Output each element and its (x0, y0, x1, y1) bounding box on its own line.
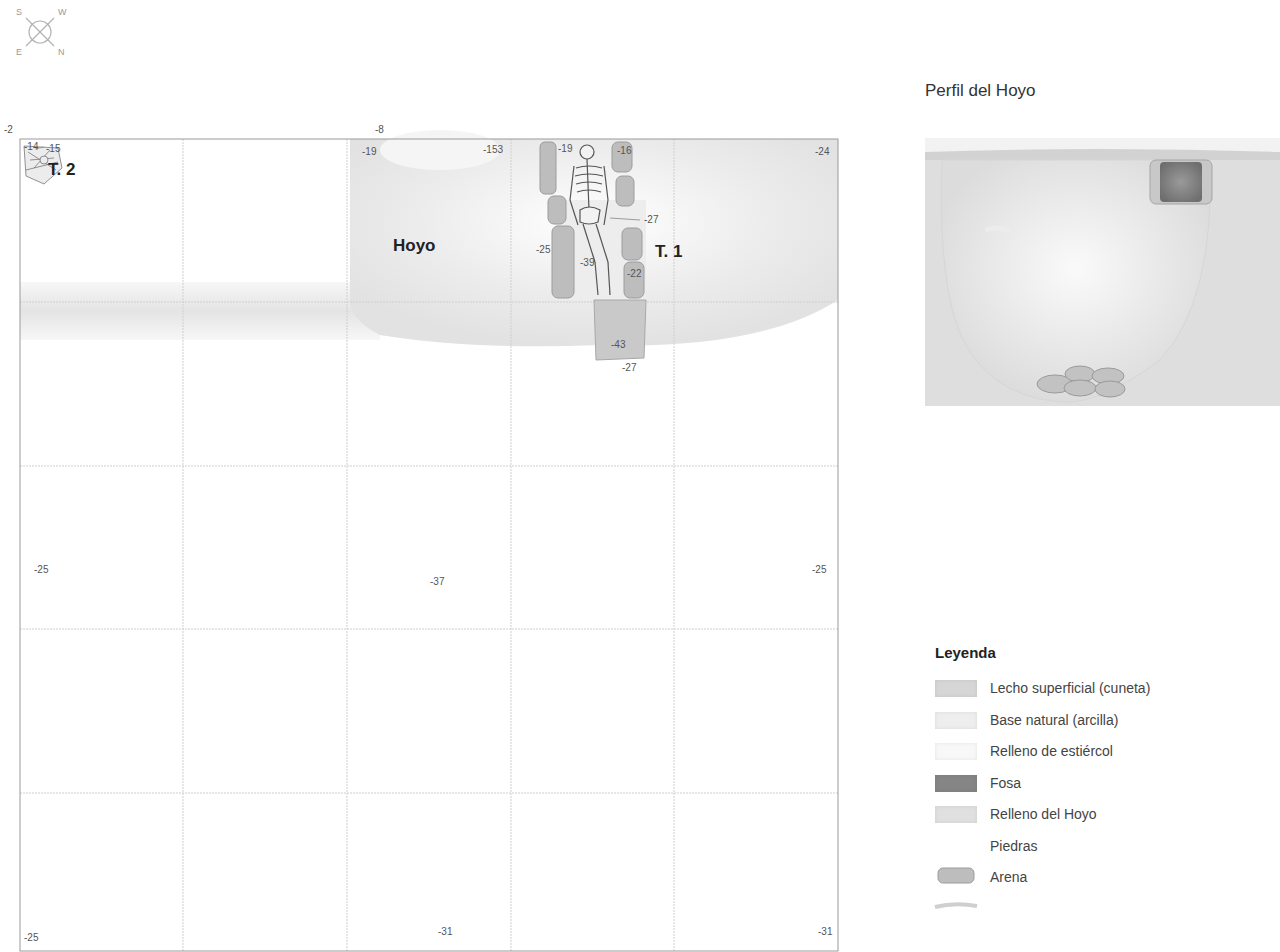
legend-text: Piedras (990, 838, 1037, 854)
legend-text: Lecho superficial (cuneta) (990, 680, 1150, 696)
elevation-number: -31 (818, 926, 832, 937)
area-label: T. 1 (655, 242, 682, 262)
compass-letter: S (16, 8, 22, 18)
elevation-number: -24 (815, 146, 829, 157)
heading: Leyenda (935, 645, 996, 662)
elevation-number: -31 (438, 926, 452, 937)
legend-text: Fosa (990, 775, 1021, 791)
area-name: T. 1 (655, 242, 682, 261)
area-name: Hoyo (393, 236, 436, 255)
area-label: T. 2 (48, 160, 75, 180)
elevation-number: -16 (617, 145, 631, 156)
legend-text: Arena (990, 869, 1027, 885)
elevation-number: -8 (375, 124, 384, 135)
elevation-number: -19 (558, 143, 572, 154)
elevation-number: -22 (627, 268, 641, 279)
elevation-number: -153 (483, 144, 503, 155)
heading: Perfil del Hoyo (925, 82, 1036, 101)
compass-letter: W (58, 8, 67, 18)
elevation-number: -27 (622, 362, 636, 373)
legend-swatch (935, 806, 977, 823)
legend-text: Relleno del Hoyo (990, 806, 1097, 822)
legend-text: Base natural (arcilla) (990, 712, 1118, 728)
sand-sample (935, 904, 977, 907)
elevation-number: -39 (580, 257, 594, 268)
elevation-number: -25 (24, 932, 38, 943)
compass-letter: E (16, 48, 22, 58)
area-name: T. 2 (48, 160, 75, 179)
elevation-number: -2 (4, 124, 13, 135)
compass-letter: N (58, 48, 65, 58)
elevation-number: -19 (362, 146, 376, 157)
legend-text: Relleno de estiércol (990, 743, 1113, 759)
elevation-number: -25 (34, 564, 48, 575)
stone-sample (938, 868, 974, 883)
legend-swatch (935, 680, 977, 697)
elevation-number: -43 (611, 339, 625, 350)
legend-swatch (935, 775, 977, 792)
legend-swatch (935, 712, 977, 729)
elevation-number: -25 (812, 564, 826, 575)
legend-swatch (935, 743, 977, 760)
elevation-number: -15 (46, 143, 60, 154)
area-label: Hoyo (393, 236, 436, 256)
elevation-number: -14 (24, 141, 38, 152)
elevation-number: -37 (430, 576, 444, 587)
elevation-number: -27 (644, 214, 658, 225)
elevation-number: -25 (536, 244, 550, 255)
